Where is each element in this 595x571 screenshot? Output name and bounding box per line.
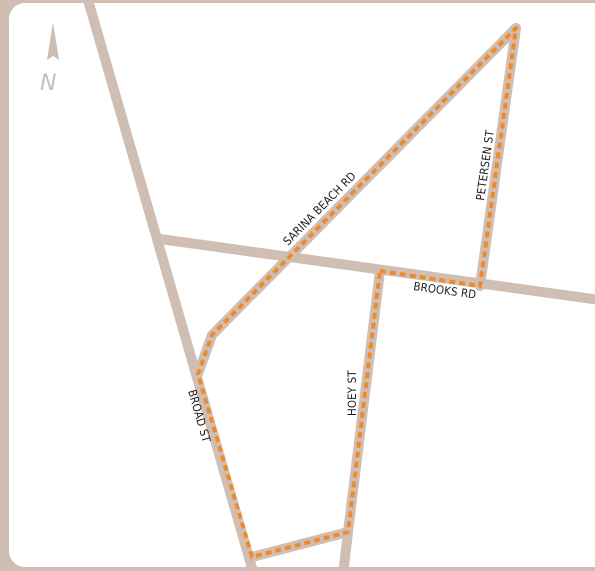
- road-sarina-beach-rd: [193, 23, 521, 379]
- road-network: [83, 0, 595, 571]
- street-label-hoey-st: HOEY ST: [345, 370, 359, 416]
- road-broad-st: [83, 0, 259, 571]
- north-arrow-icon: [47, 22, 59, 60]
- route-path[interactable]: [196, 26, 518, 559]
- road-brooks-rd: [159, 234, 595, 305]
- north-label: N: [40, 71, 56, 96]
- north-indicator: N: [40, 22, 59, 96]
- street-label-sarina-beach-rd: SARINA BEACH RD: [280, 169, 359, 248]
